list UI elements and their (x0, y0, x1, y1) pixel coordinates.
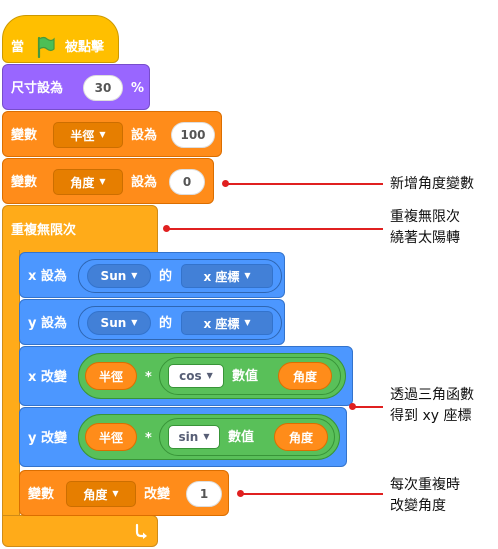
chevron-down-icon: ▼ (99, 130, 106, 139)
percent-label: % (131, 81, 145, 96)
dropdown-value: sin (178, 430, 199, 444)
annotation-change-line2: 改變角度 (390, 498, 446, 514)
sensing-of-reporter[interactable]: Sun ▼ 的 x 座標 ▼ (78, 306, 282, 340)
size-value-input[interactable]: 30 (83, 75, 123, 101)
dropdown-value: 半徑 (70, 128, 95, 143)
chevron-down-icon: ▼ (206, 371, 213, 380)
sensing-of-reporter[interactable]: Sun ▼ 的 x 座標 ▼ (78, 259, 282, 293)
annotation-dot (222, 180, 229, 187)
angle-variable-reporter[interactable]: 角度 (274, 423, 328, 451)
chevron-down-icon: ▼ (131, 271, 138, 280)
math-function-reporter[interactable]: cos ▼ 數值 角度 (159, 357, 341, 395)
radius-value-input[interactable]: 100 (171, 122, 215, 148)
forever-label: 重複無限次 (11, 223, 77, 238)
annotation-dot (237, 490, 244, 497)
dropdown-value: x 座標 (203, 316, 240, 331)
variable-label: 變數 (28, 487, 55, 502)
multiply-operator[interactable]: 半徑 * sin ▼ 數值 角度 (78, 414, 340, 460)
when-label: 當 (11, 40, 25, 55)
multiply-sign: * (145, 431, 152, 446)
multiply-sign: * (145, 370, 152, 385)
annotation-loop-line1: 重複無限次 (390, 209, 460, 225)
dropdown-value: x 座標 (203, 269, 240, 284)
annotation-trig-line1: 透過三角函數 (390, 387, 474, 403)
set-y-label: y 設為 (28, 316, 68, 331)
forever-block-top[interactable]: 重複無限次 (2, 205, 158, 255)
annotation-loop-line2: 繞著太陽轉 (390, 230, 460, 246)
function-dropdown[interactable]: cos ▼ (168, 364, 224, 388)
chevron-down-icon: ▼ (244, 271, 251, 280)
radius-variable-dropdown[interactable]: 半徑 ▼ (53, 122, 123, 148)
annotation-line (226, 183, 383, 185)
change-y-label: y 改變 (28, 431, 68, 446)
forever-block-arm (2, 250, 20, 520)
sprite-dropdown[interactable]: Sun ▼ (87, 264, 151, 288)
change-y-block[interactable]: y 改變 半徑 * sin ▼ 數值 角度 (19, 407, 347, 467)
dropdown-value: Sun (100, 316, 127, 330)
set-size-block[interactable]: 尺寸設為 30 % (2, 64, 150, 110)
variable-label: 變數 (11, 128, 38, 143)
multiply-operator[interactable]: 半徑 * cos ▼ 數值 角度 (78, 353, 346, 399)
annotation-trig-line2: 得到 xy 座標 (390, 408, 472, 424)
chevron-down-icon: ▼ (244, 318, 251, 327)
when-flag-clicked-block[interactable]: 當 被點擊 (2, 15, 119, 63)
annotation-line (167, 228, 383, 230)
of-label: 的 (159, 316, 173, 331)
set-x-block[interactable]: x 設為 Sun ▼ 的 x 座標 ▼ (19, 252, 285, 298)
forever-block-bottom (2, 515, 158, 547)
angle-variable-dropdown[interactable]: 角度 ▼ (53, 169, 123, 195)
dropdown-value: 角度 (83, 487, 108, 502)
change-angle-block[interactable]: 變數 角度 ▼ 改變 1 (19, 470, 229, 516)
chevron-down-icon: ▼ (131, 318, 138, 327)
annotation-dot (163, 225, 170, 232)
change-value-input[interactable]: 1 (186, 481, 222, 507)
set-y-block[interactable]: y 設為 Sun ▼ 的 x 座標 ▼ (19, 299, 285, 345)
loop-arrow-icon (133, 523, 149, 539)
radius-variable-reporter[interactable]: 半徑 (85, 362, 137, 390)
sprite-dropdown[interactable]: Sun ▼ (87, 311, 151, 335)
set-radius-block[interactable]: 變數 半徑 ▼ 設為 100 (2, 111, 222, 157)
of-label: 的 (159, 269, 173, 284)
angle-variable-reporter[interactable]: 角度 (278, 362, 332, 390)
angle-value-input[interactable]: 0 (169, 169, 205, 195)
angle-variable-dropdown[interactable]: 角度 ▼ (66, 481, 136, 507)
clicked-label: 被點擊 (65, 40, 105, 55)
set-to-label: 設為 (131, 175, 158, 190)
dropdown-value: Sun (100, 269, 127, 283)
dropdown-value: 角度 (70, 175, 95, 190)
variable-label: 變數 (11, 175, 38, 190)
value-of-label: 數值 (228, 430, 255, 445)
green-flag-icon (36, 36, 56, 59)
chevron-down-icon: ▼ (112, 489, 119, 498)
annotation-line (241, 493, 383, 495)
set-x-label: x 設為 (28, 269, 67, 284)
change-by-label: 改變 (144, 487, 171, 502)
chevron-down-icon: ▼ (99, 177, 106, 186)
change-x-block[interactable]: x 改變 半徑 * cos ▼ 數值 角度 (19, 346, 353, 406)
annotation-dot (349, 403, 356, 410)
property-dropdown[interactable]: x 座標 ▼ (181, 311, 273, 335)
annotation-change-line1: 每次重複時 (390, 477, 460, 493)
math-function-reporter[interactable]: sin ▼ 數值 角度 (159, 418, 335, 456)
change-x-label: x 改變 (28, 370, 67, 385)
annotation-new-variable: 新增角度變數 (390, 176, 474, 192)
radius-variable-reporter[interactable]: 半徑 (85, 423, 137, 451)
value-of-label: 數值 (232, 369, 259, 384)
property-dropdown[interactable]: x 座標 ▼ (181, 264, 273, 288)
annotation-line (353, 406, 383, 408)
function-dropdown[interactable]: sin ▼ (168, 425, 220, 449)
set-angle-block[interactable]: 變數 角度 ▼ 設為 0 (2, 158, 214, 204)
dropdown-value: cos (179, 369, 202, 383)
set-size-label: 尺寸設為 (11, 81, 64, 96)
chevron-down-icon: ▼ (203, 432, 210, 441)
set-to-label: 設為 (131, 128, 158, 143)
